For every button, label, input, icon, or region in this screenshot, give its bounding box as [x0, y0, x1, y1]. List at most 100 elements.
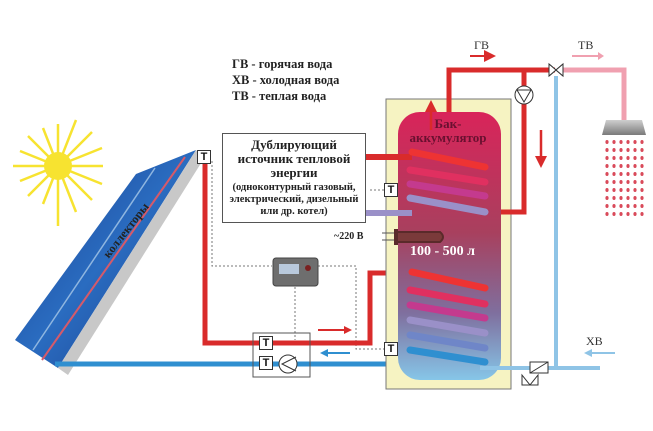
water-drop	[633, 180, 637, 184]
water-drop	[619, 204, 623, 208]
shower-head-icon	[602, 120, 646, 135]
water-drop	[640, 172, 644, 176]
water-drop	[605, 164, 609, 168]
shower-water-drops	[605, 140, 644, 216]
control-wires	[205, 159, 384, 350]
water-drop	[605, 188, 609, 192]
water-drop	[633, 212, 637, 216]
solar-controller-icon[interactable]	[272, 257, 319, 287]
water-drop	[640, 164, 644, 168]
water-drop	[619, 156, 623, 160]
temperature-sensor-supply: T	[259, 336, 273, 350]
water-drop	[640, 140, 644, 144]
water-drop	[605, 140, 609, 144]
water-drop	[619, 212, 623, 216]
backup-detail-line-1: (одноконтурный газовый,	[232, 182, 356, 193]
backup-detail-line-2: электрический, дизельный	[229, 194, 359, 205]
water-drop	[619, 172, 623, 176]
water-drop	[633, 204, 637, 208]
water-drop	[626, 156, 630, 160]
water-drop	[633, 188, 637, 192]
electric-heater-icon	[382, 229, 444, 245]
water-drop	[640, 188, 644, 192]
water-drop	[605, 204, 609, 208]
temperature-sensor-tank-bottom: T	[384, 342, 398, 356]
cold-water-flow-label: ХВ	[586, 334, 603, 348]
water-drop	[619, 164, 623, 168]
water-drop	[640, 212, 644, 216]
water-drop	[640, 204, 644, 208]
water-drop	[640, 156, 644, 160]
tank-volume: 100 - 500 л	[410, 244, 476, 259]
water-drop	[612, 140, 616, 144]
water-drop	[626, 188, 630, 192]
water-drop	[612, 148, 616, 152]
water-drop	[605, 148, 609, 152]
water-drop	[640, 180, 644, 184]
warm-water-flow-label: ТВ	[578, 38, 594, 52]
tank-label-line-2: аккумулятор	[409, 130, 487, 145]
water-drop	[626, 172, 630, 176]
water-drop	[626, 196, 630, 200]
safety-valve-icon	[521, 373, 539, 386]
hot-water-flow-label: ГВ	[474, 38, 489, 52]
check-valve-icon	[529, 361, 549, 374]
backup-title-line-3: энергии	[270, 165, 318, 180]
sun-icon	[13, 119, 103, 226]
water-drop	[605, 180, 609, 184]
temperature-sensor-return: T	[259, 356, 273, 370]
solar-collector	[15, 150, 203, 375]
temperature-sensor-collector: T	[197, 150, 211, 164]
water-drop	[626, 180, 630, 184]
recirculation-pump-icon	[514, 85, 534, 105]
water-drop	[626, 164, 630, 168]
legend-cold-water: ХВ - холодная вода	[232, 73, 340, 87]
water-drop	[626, 148, 630, 152]
recirculation-pipe	[501, 70, 527, 215]
backup-detail-line-3: или др. котел)	[260, 206, 328, 217]
flow-arrows	[318, 50, 615, 357]
water-drop	[626, 140, 630, 144]
legend-hot-water: ГВ - горячая вода	[232, 57, 333, 71]
warm-water-pipe	[560, 67, 627, 120]
water-drop	[633, 148, 637, 152]
water-drop	[612, 180, 616, 184]
legend-warm-water: ТВ - теплая вода	[232, 89, 327, 103]
lower-coil	[406, 268, 489, 366]
water-drop	[640, 196, 644, 200]
water-drop	[633, 140, 637, 144]
tank-label-line-1: Бак-	[434, 116, 462, 131]
water-drop	[640, 148, 644, 152]
water-drop	[612, 212, 616, 216]
water-drop	[633, 156, 637, 160]
water-drop	[619, 196, 623, 200]
pump-station	[252, 332, 311, 378]
water-drop	[612, 204, 616, 208]
water-drop	[626, 204, 630, 208]
water-drop	[612, 188, 616, 192]
water-drop	[605, 156, 609, 160]
hot-collector-pipe	[202, 163, 392, 346]
hot-water-pipe	[446, 67, 555, 112]
backup-title-line-2: источник тепловой	[237, 151, 351, 166]
water-drop	[612, 156, 616, 160]
tank-label: Бак- аккумулятор	[403, 117, 493, 145]
water-drop	[612, 172, 616, 176]
water-drop	[612, 164, 616, 168]
water-drop	[633, 172, 637, 176]
water-drop	[605, 196, 609, 200]
water-drop	[619, 180, 623, 184]
heater-voltage-label: ~220 В	[334, 231, 364, 242]
water-drop	[612, 196, 616, 200]
water-drop	[633, 164, 637, 168]
water-drop	[619, 148, 623, 152]
water-drop	[605, 172, 609, 176]
water-drop	[619, 188, 623, 192]
backup-heat-source-box: Дублирующий источник тепловой энергии (о…	[222, 133, 366, 223]
legend: ГВ - горячая вода ХВ - холодная вода ТВ …	[232, 56, 339, 104]
circulation-pump-icon	[278, 354, 298, 374]
temperature-sensor-tank-top: T	[384, 183, 398, 197]
water-drop	[626, 212, 630, 216]
water-drop	[605, 212, 609, 216]
water-drop	[633, 196, 637, 200]
